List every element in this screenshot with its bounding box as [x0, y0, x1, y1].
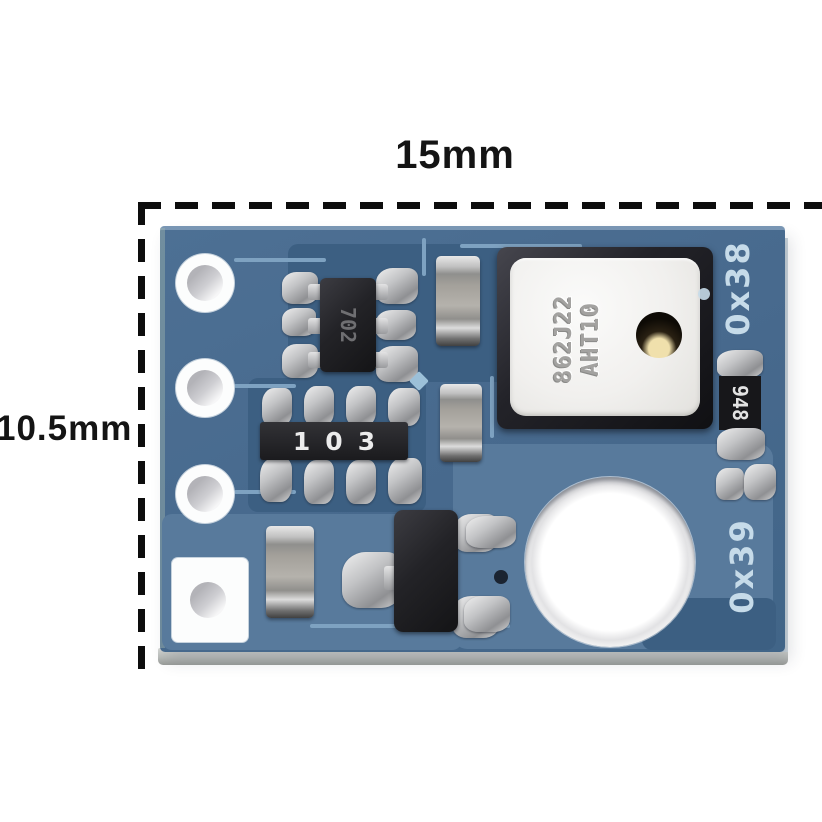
rnet-pad [388, 388, 420, 426]
capacitor-3 [266, 526, 314, 618]
aht10-sensor-package: 862J22 AHT10 [497, 247, 713, 429]
jumper-pad [744, 464, 776, 500]
rnet-pad [260, 458, 292, 502]
aht10-marking: 862J22 AHT10 [549, 263, 607, 415]
aht10-sensor-lid: 862J22 AHT10 [510, 258, 700, 416]
pcb-board: 702 103 862J22 AHT10 [160, 226, 785, 652]
pin-hole-1 [176, 254, 234, 312]
rnet-pad [262, 388, 292, 426]
pin-hole-2-bore [187, 370, 223, 406]
trace-mid-vertical [490, 376, 494, 438]
pcb-top-edge-highlight [160, 226, 785, 230]
resistor-948: 948 [717, 350, 765, 460]
height-dimension-dashed-line [138, 202, 145, 675]
pin-hole-4-bore [190, 582, 226, 618]
aht10-marking-line1: 862J22 [551, 294, 577, 384]
resistor-948-body: 948 [719, 376, 761, 430]
mounting-hole-large [525, 477, 695, 647]
capacitor-2 [440, 384, 482, 462]
transistor-body [394, 510, 458, 632]
pcb-left-edge-highlight [160, 228, 165, 648]
pin-hole-3 [176, 465, 234, 523]
trace-hole2 [234, 384, 296, 388]
capacitor-1 [436, 256, 480, 346]
silkscreen-address-0x38: 0x38 [719, 240, 757, 336]
pad-left-of-hole-bottom [464, 596, 510, 632]
rnet-pad [346, 460, 376, 504]
rnet-pad [388, 458, 422, 504]
resistor-network-103-marking: 103 [292, 426, 391, 456]
silkscreen-dot [698, 288, 710, 300]
ic-702-body: 702 [320, 278, 376, 372]
resistor-948-pad-bottom [717, 428, 765, 460]
rnet-pad [304, 386, 334, 426]
pin-hole-4-square-pad [172, 558, 248, 642]
aht10-vent-hole [636, 312, 682, 358]
resistor-network-103-body: 103 [260, 422, 408, 460]
trace-cap1-up [422, 238, 426, 276]
rnet-pad [304, 460, 334, 504]
trace-hole1 [234, 258, 326, 262]
resistor-948-marking: 948 [728, 384, 752, 422]
via-dot [494, 570, 508, 584]
pin-hole-2 [176, 359, 234, 417]
height-dimension-label: 10.5mm [0, 409, 133, 448]
jumper-pad [716, 468, 744, 500]
aht10-marking-line2: AHT10 [578, 301, 604, 377]
width-dimension-dashed-line [138, 202, 822, 209]
pad-left-of-hole-top [466, 516, 516, 548]
rnet-pad [346, 386, 376, 426]
ic-702-marking: 702 [336, 306, 360, 344]
width-dimension-label: 15mm [395, 133, 515, 177]
pcb-bottom-edge [158, 648, 788, 665]
resistor-948-pad-top [717, 350, 763, 378]
trace-top-horizontal [460, 244, 582, 248]
pin-hole-1-bore [187, 265, 223, 301]
silkscreen-address-0x39: 0x39 [723, 518, 761, 614]
pin-hole-3-bore [187, 476, 223, 512]
